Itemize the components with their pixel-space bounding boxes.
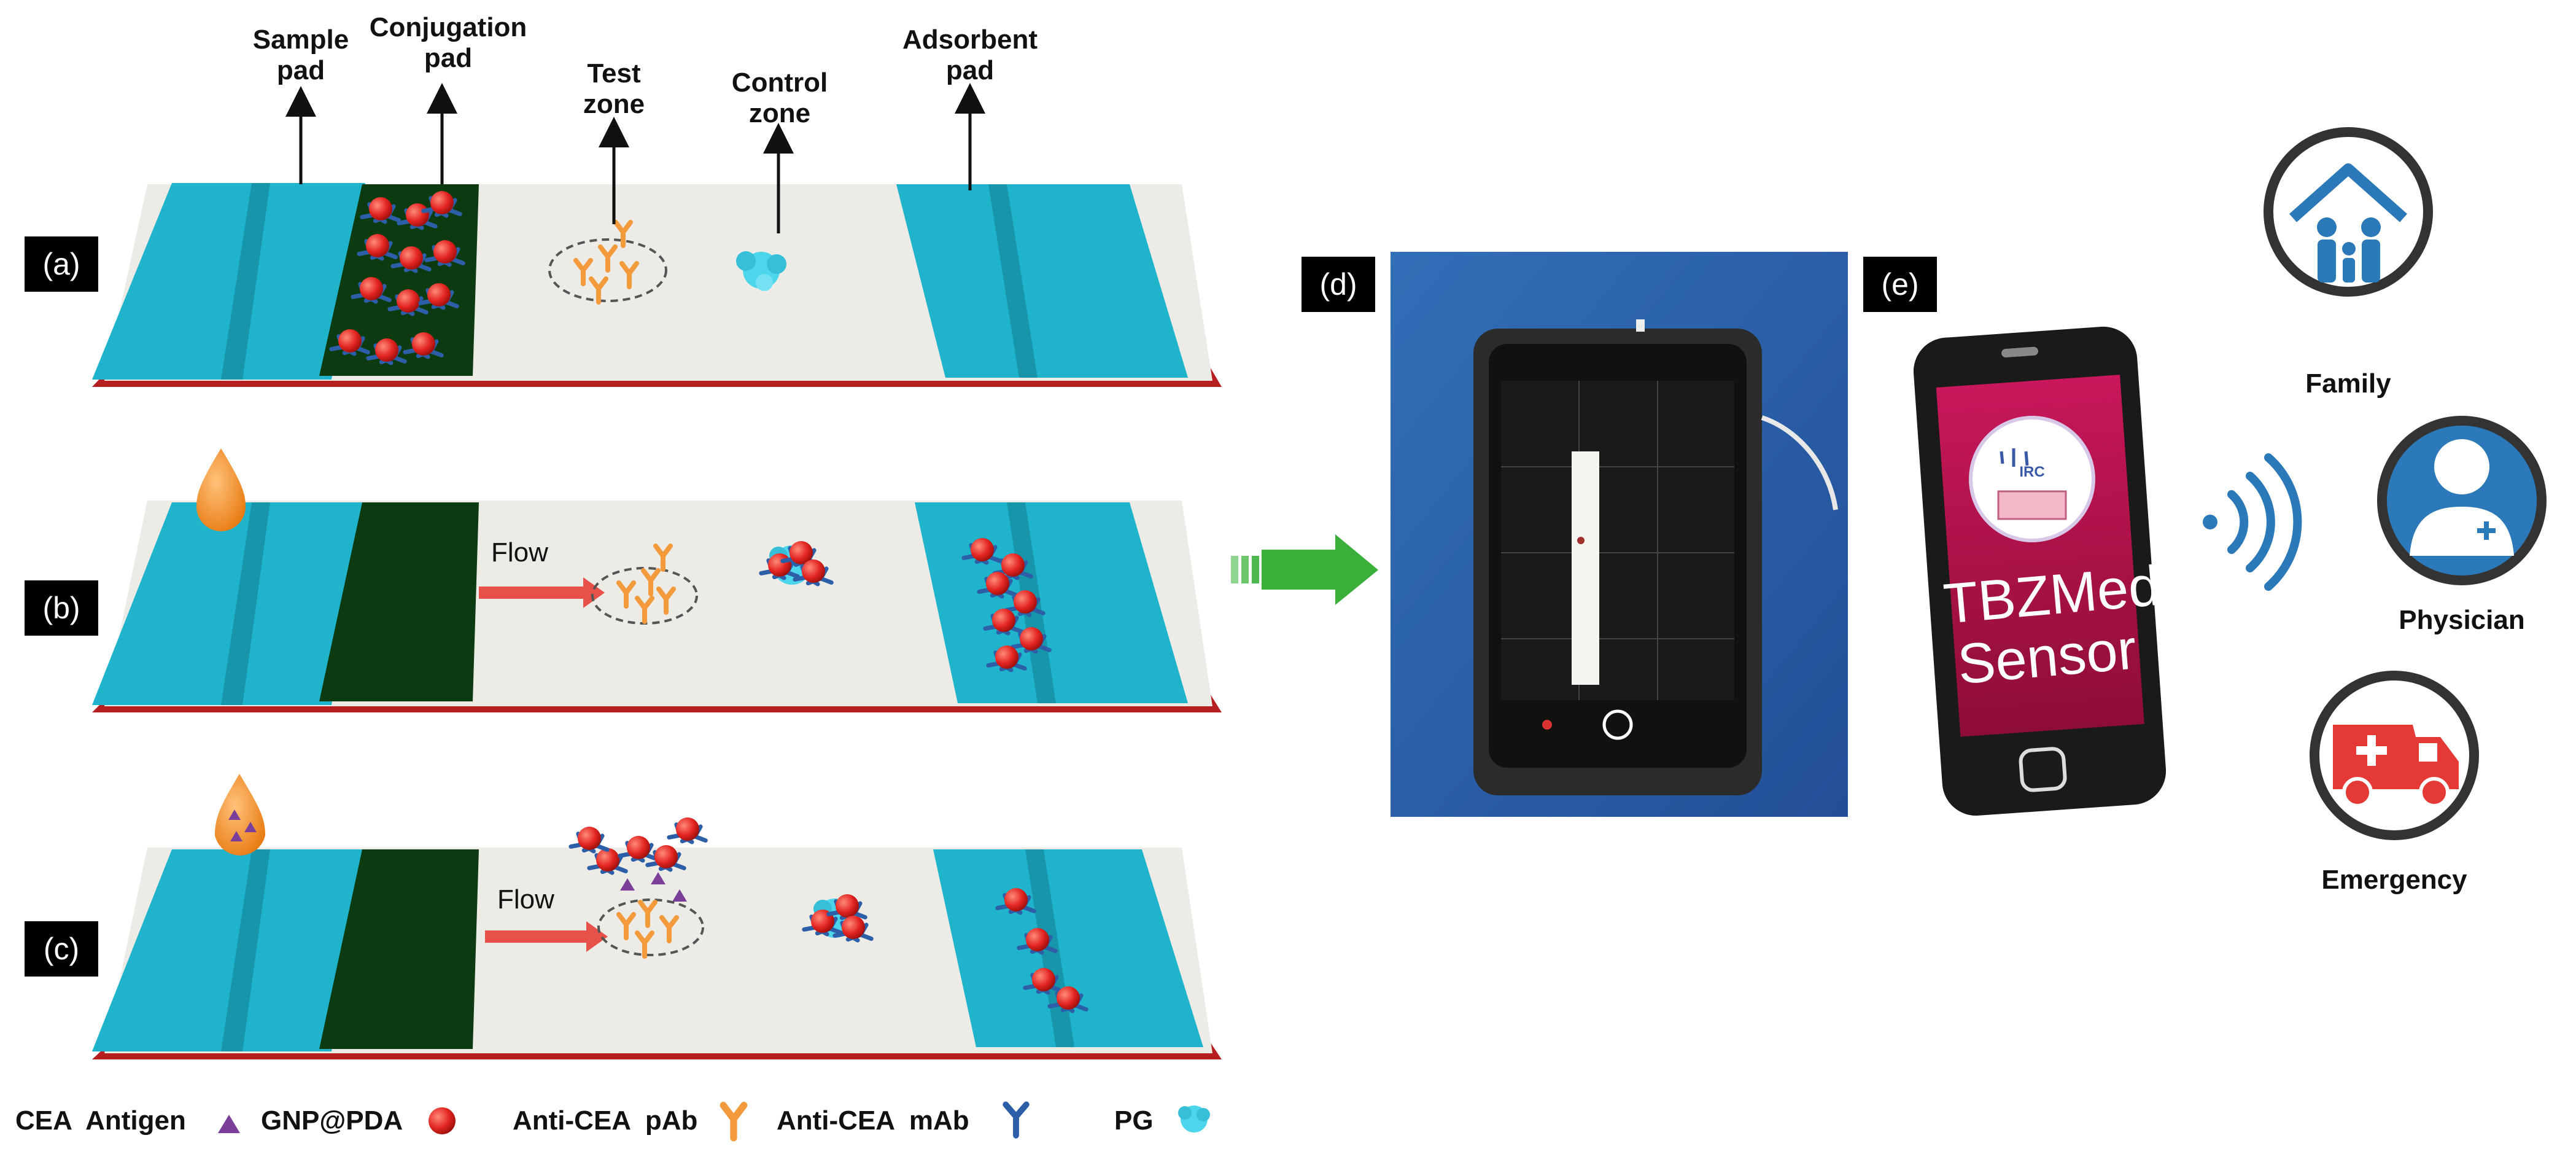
legend-pab-marker — [723, 1105, 744, 1138]
recipient-family: Family — [2305, 368, 2391, 399]
legend-mab: Anti-CEA mAb — [777, 1105, 969, 1136]
label-adsorbent-pad: Adsorbent pad — [902, 25, 1038, 85]
legend-mab-marker — [1006, 1104, 1026, 1135]
recipient-physician: Physician — [2399, 605, 2525, 635]
wireless-signal-icon — [2203, 453, 2302, 591]
process-arrow — [1231, 534, 1378, 605]
legend-pg-marker — [1178, 1105, 1210, 1133]
legend-antigen-marker — [218, 1115, 240, 1133]
legend-pg: PG — [1114, 1105, 1154, 1136]
panel-label-a: (a) — [25, 236, 98, 292]
strip-c — [92, 774, 1222, 1059]
smartphone-app — [1913, 326, 2167, 816]
panel-label-d: (d) — [1302, 257, 1375, 312]
recipient-emergency: Emergency — [2321, 865, 2467, 895]
label-control-zone: Control zone — [731, 68, 828, 128]
ambulance-icon — [2310, 671, 2479, 840]
label-test-zone: Test zone — [583, 58, 645, 119]
family-icon — [2264, 127, 2433, 297]
flow-label-c: Flow — [497, 884, 554, 914]
device-photo — [1391, 252, 1848, 817]
app-logo-text: IRC — [2019, 464, 2045, 480]
legend-pab: Anti-CEA pAb — [513, 1105, 698, 1136]
panel-label-e: (e) — [1863, 257, 1937, 312]
label-sample-pad: Sample pad — [252, 25, 349, 85]
legend-gnp-marker — [429, 1107, 456, 1134]
physician-icon — [2377, 416, 2547, 585]
legend-gnp: GNP@PDA — [261, 1105, 403, 1136]
strip-a — [92, 183, 1222, 387]
strip-b — [92, 448, 1222, 712]
label-conjugation-pad: Conjugation pad — [369, 12, 527, 73]
label-arrows — [285, 83, 985, 233]
sample-drop-b — [196, 448, 246, 531]
sample-drop-c — [215, 774, 265, 856]
flow-label-b: Flow — [491, 537, 548, 567]
app-name: TBZMed Sensor — [1941, 554, 2163, 696]
panel-label-c: (c) — [25, 921, 98, 977]
panel-label-b: (b) — [25, 580, 98, 636]
legend-markers — [218, 1104, 1210, 1137]
pg-cluster-a — [736, 251, 786, 291]
legend-cea-antigen: CEA Antigen — [15, 1105, 186, 1136]
